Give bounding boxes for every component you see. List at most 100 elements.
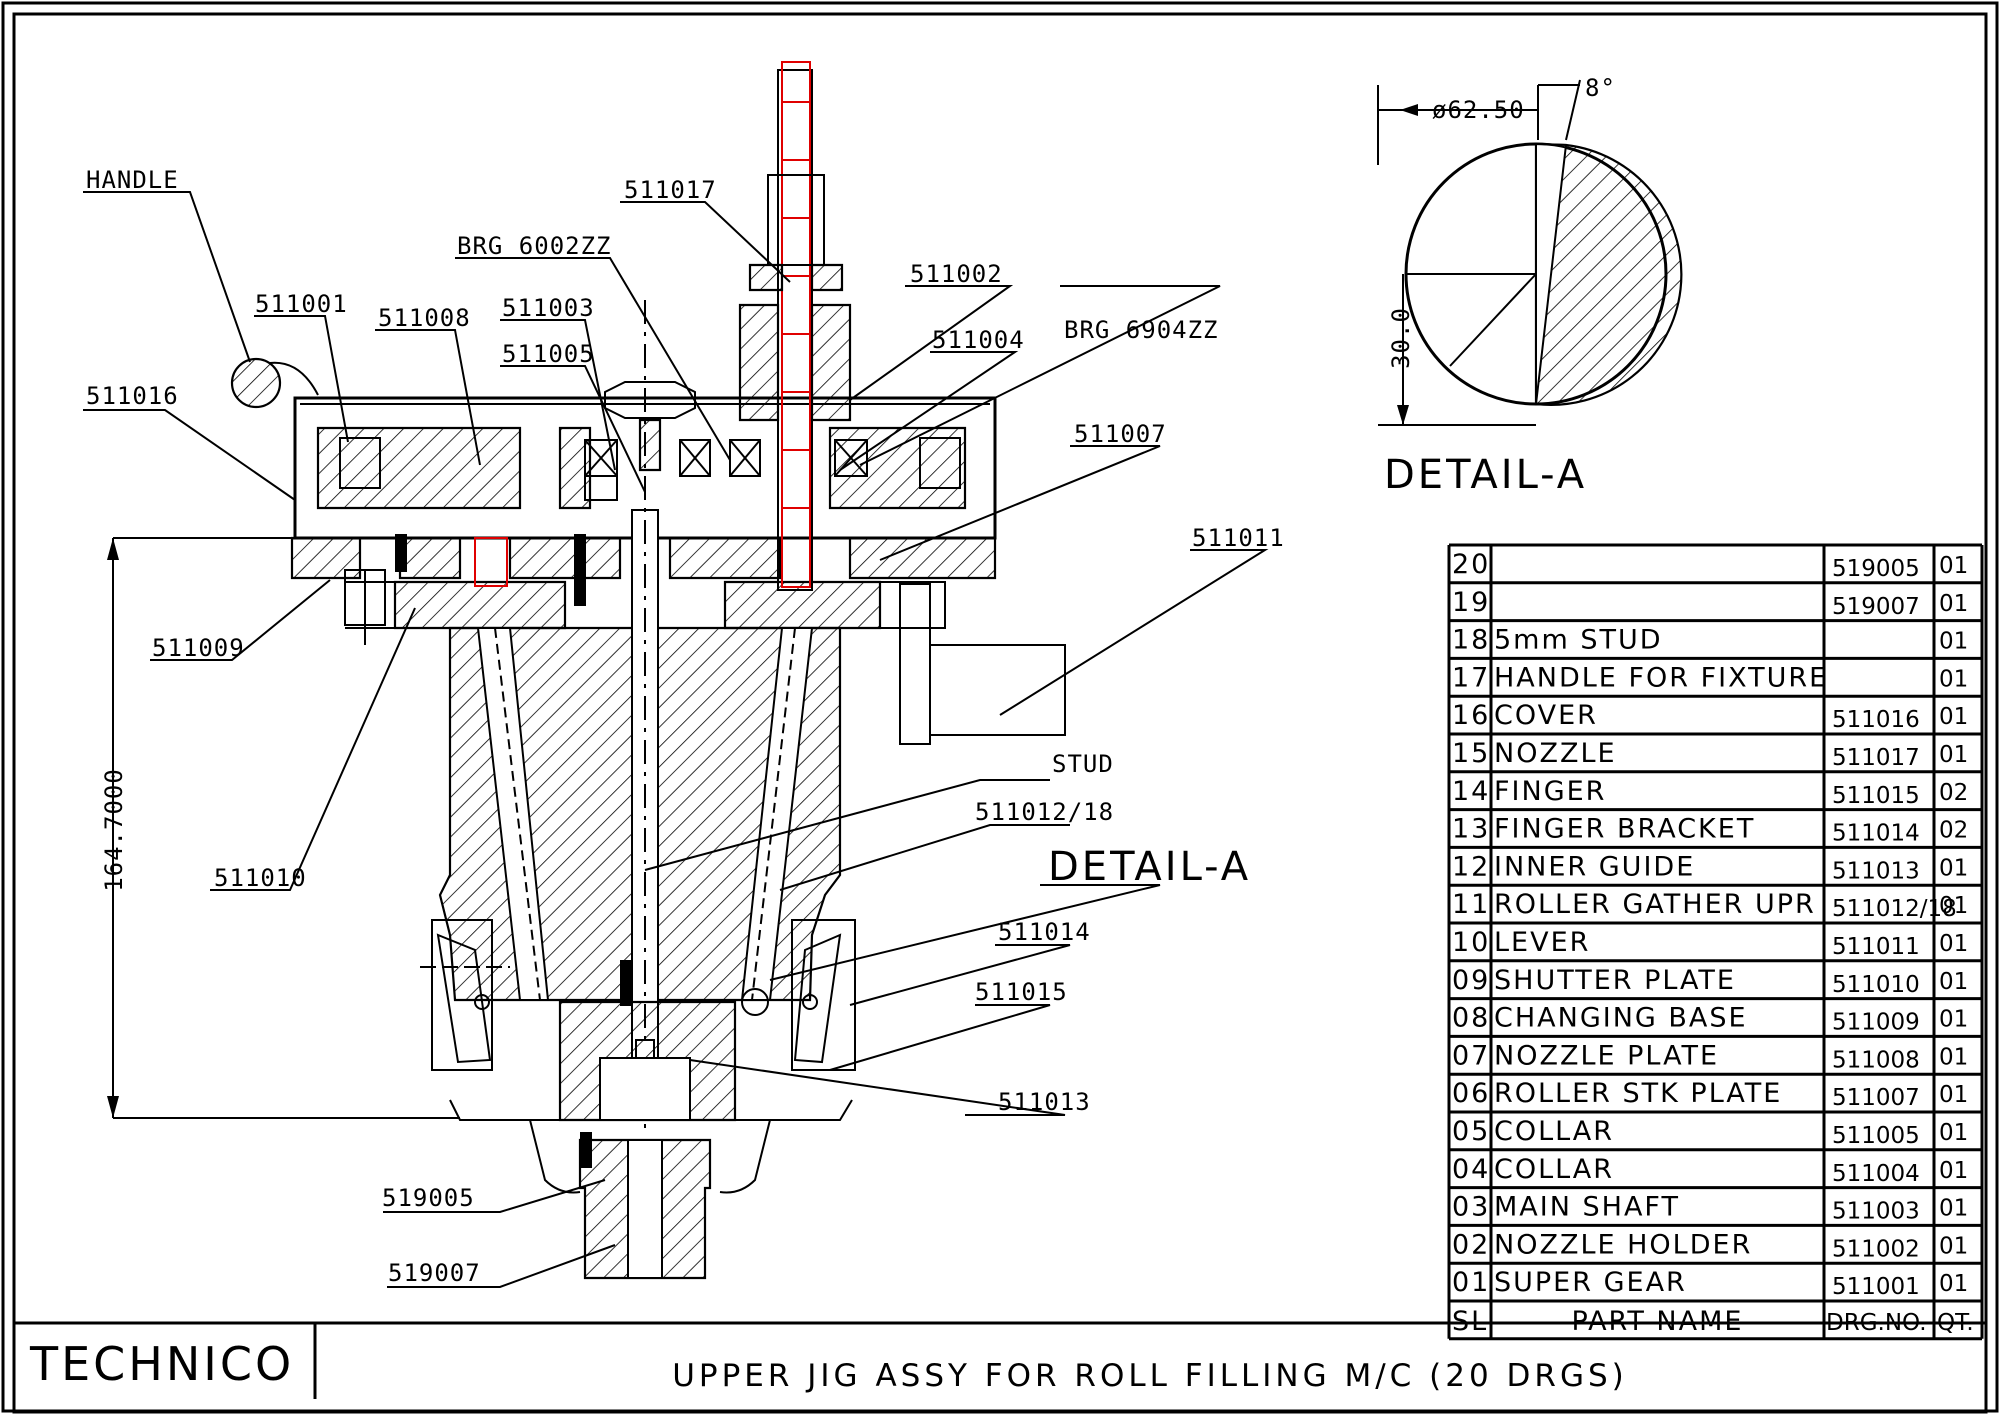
callout-511016: 511016 [86,382,179,410]
table-cell-qty: 01 [1939,591,1968,617]
callout-detail-a: DETAIL-A [1048,844,1251,890]
table-cell-sl: 05 [1452,1116,1490,1147]
table-cell-qty: 01 [1939,742,1968,768]
drawing-title: UPPER JIG ASSY FOR ROLL FILLING M/C (20 … [672,1358,1628,1394]
table-cell-drg-no: 511009 [1832,1010,1920,1036]
company-name: TECHNICO [29,1337,294,1391]
table-cell-drg-no: 511011 [1832,934,1920,960]
table-cell-sl: 18 [1452,625,1490,656]
callout-handle: HANDLE [86,166,179,194]
callout-511013: 511013 [998,1088,1091,1116]
table-cell-qty: 01 [1939,1271,1968,1297]
table-cell-drg-no: 519007 [1832,594,1920,620]
table-cell-sl: 16 [1452,700,1490,731]
table-cell-part-name: NOZZLE PLATE [1494,1040,1719,1071]
callout-519005: 519005 [382,1184,475,1212]
table-cell-part-name: MAIN SHAFT [1494,1192,1680,1223]
table-cell-qty: 01 [1939,1007,1968,1033]
table-cell-drg-no: 511004 [1832,1161,1920,1187]
table-cell-drg-no: 511002 [1832,1236,1920,1262]
table-cell-qty: 01 [1939,553,1968,579]
table-cell-sl: 07 [1452,1040,1490,1071]
table-cell-qty: 02 [1939,780,1968,806]
height-dimension-text: 164.7000 [100,768,128,892]
table-cell-sl: 04 [1452,1154,1490,1185]
bearing-center [679,439,761,477]
table-cell-qty: 02 [1939,818,1968,844]
table-cell-sl: 20 [1452,549,1490,580]
table-cell-drg-no: 511016 [1832,707,1920,733]
table-cell-sl: 02 [1452,1229,1490,1260]
table-cell-sl: 13 [1452,814,1490,845]
table-cell-qty: 01 [1939,893,1968,919]
table-cell-part-name: CHANGING BASE [1494,1003,1748,1034]
callout-511001: 511001 [255,290,348,318]
callout-511012-18: 511012/18 [975,798,1114,826]
table-cell-sl: 06 [1452,1078,1490,1109]
detail-depth-text: 30.0 [1387,307,1415,369]
table-cell-sl: 12 [1452,851,1490,882]
table-cell-qty: 01 [1939,1082,1968,1108]
table-cell-sl: 15 [1452,738,1490,769]
table-cell-part-name: FINGER BRACKET [1494,814,1755,845]
table-cell-sl: 01 [1452,1267,1490,1298]
table-cell-part-name: COLLAR [1494,1116,1614,1147]
table-cell-qty: 01 [1939,629,1968,655]
table-cell-drg-no: 519005 [1832,556,1920,582]
table-cell-qty: 01 [1939,855,1968,881]
table-cell-part-name: ROLLER STK PLATE [1494,1078,1782,1109]
callout-511005: 511005 [502,340,595,368]
finger-bracket-left [420,919,510,1071]
table-cell-part-name: LEVER [1494,927,1590,958]
table-cell-drg-no: 511014 [1832,821,1920,847]
table-cell-sl: 03 [1452,1192,1490,1223]
table-cell-sl: 08 [1452,1003,1490,1034]
table-cell-drg-no: 511015 [1832,783,1920,809]
detail-angle-text: 8° [1585,74,1616,102]
callout-stud: STUD [1052,750,1114,778]
bearing-left [584,439,618,501]
table-cell-part-name: INNER GUIDE [1494,851,1695,882]
table-cell-drg-no: 511017 [1832,745,1920,771]
callout-511017: 511017 [624,176,717,204]
callout-511011: 511011 [1192,524,1285,552]
callout-511015: 511015 [975,978,1068,1006]
table-cell-part-name: 5mm STUD [1494,625,1663,656]
callout-brg-6002zz: BRG 6002ZZ [457,232,612,260]
callout-511003: 511003 [502,294,595,322]
table-cell-sl: 17 [1452,662,1490,693]
table-cell-drg-no: 511010 [1832,972,1920,998]
height-dimension: 164.7000 [100,537,460,1119]
table-cell-part-name: NOZZLE [1494,738,1617,769]
table-cell-part-name: NOZZLE HOLDER [1494,1229,1752,1260]
table-cell-drg-no: 511001 [1832,1274,1920,1300]
table-cell-drg-no: 511007 [1832,1085,1920,1111]
table-cell-drg-no: 511013 [1832,858,1920,884]
table-cell-qty: 01 [1939,704,1968,730]
callout-511009: 511009 [152,634,245,662]
callout-511010: 511010 [214,864,307,892]
callout-511002: 511002 [910,260,1003,288]
table-cell-qty: 01 [1939,666,1968,692]
table-cell-sl: 14 [1452,776,1490,807]
table-cell-sl: 19 [1452,587,1490,618]
callout-511007: 511007 [1074,420,1167,448]
table-cell-part-name: SHUTTER PLATE [1494,965,1736,996]
table-cell-part-name: COLLAR [1494,1154,1614,1185]
detail-diameter-text: ø62.50 [1432,96,1525,124]
assembly-section-view [230,61,1066,1280]
table-cell-drg-no: 511008 [1832,1047,1920,1073]
table-cell-drg-no: 511003 [1832,1199,1920,1225]
table-cell-qty: 01 [1939,1233,1968,1259]
title-block: TECHNICO UPPER JIG ASSY FOR ROLL FILLING… [14,1321,1986,1399]
table-cell-part-name: ROLLER GATHER UPR [1494,889,1816,920]
callout-511014: 511014 [998,918,1091,946]
table-cell-qty: 01 [1939,969,1968,995]
table-cell-part-name: FINGER [1494,776,1606,807]
callout-brg-6904zz: BRG 6904ZZ [1064,316,1219,344]
detail-a-title: DETAIL-A [1384,452,1587,498]
table-cell-part-name: SUPER GEAR [1494,1267,1687,1298]
